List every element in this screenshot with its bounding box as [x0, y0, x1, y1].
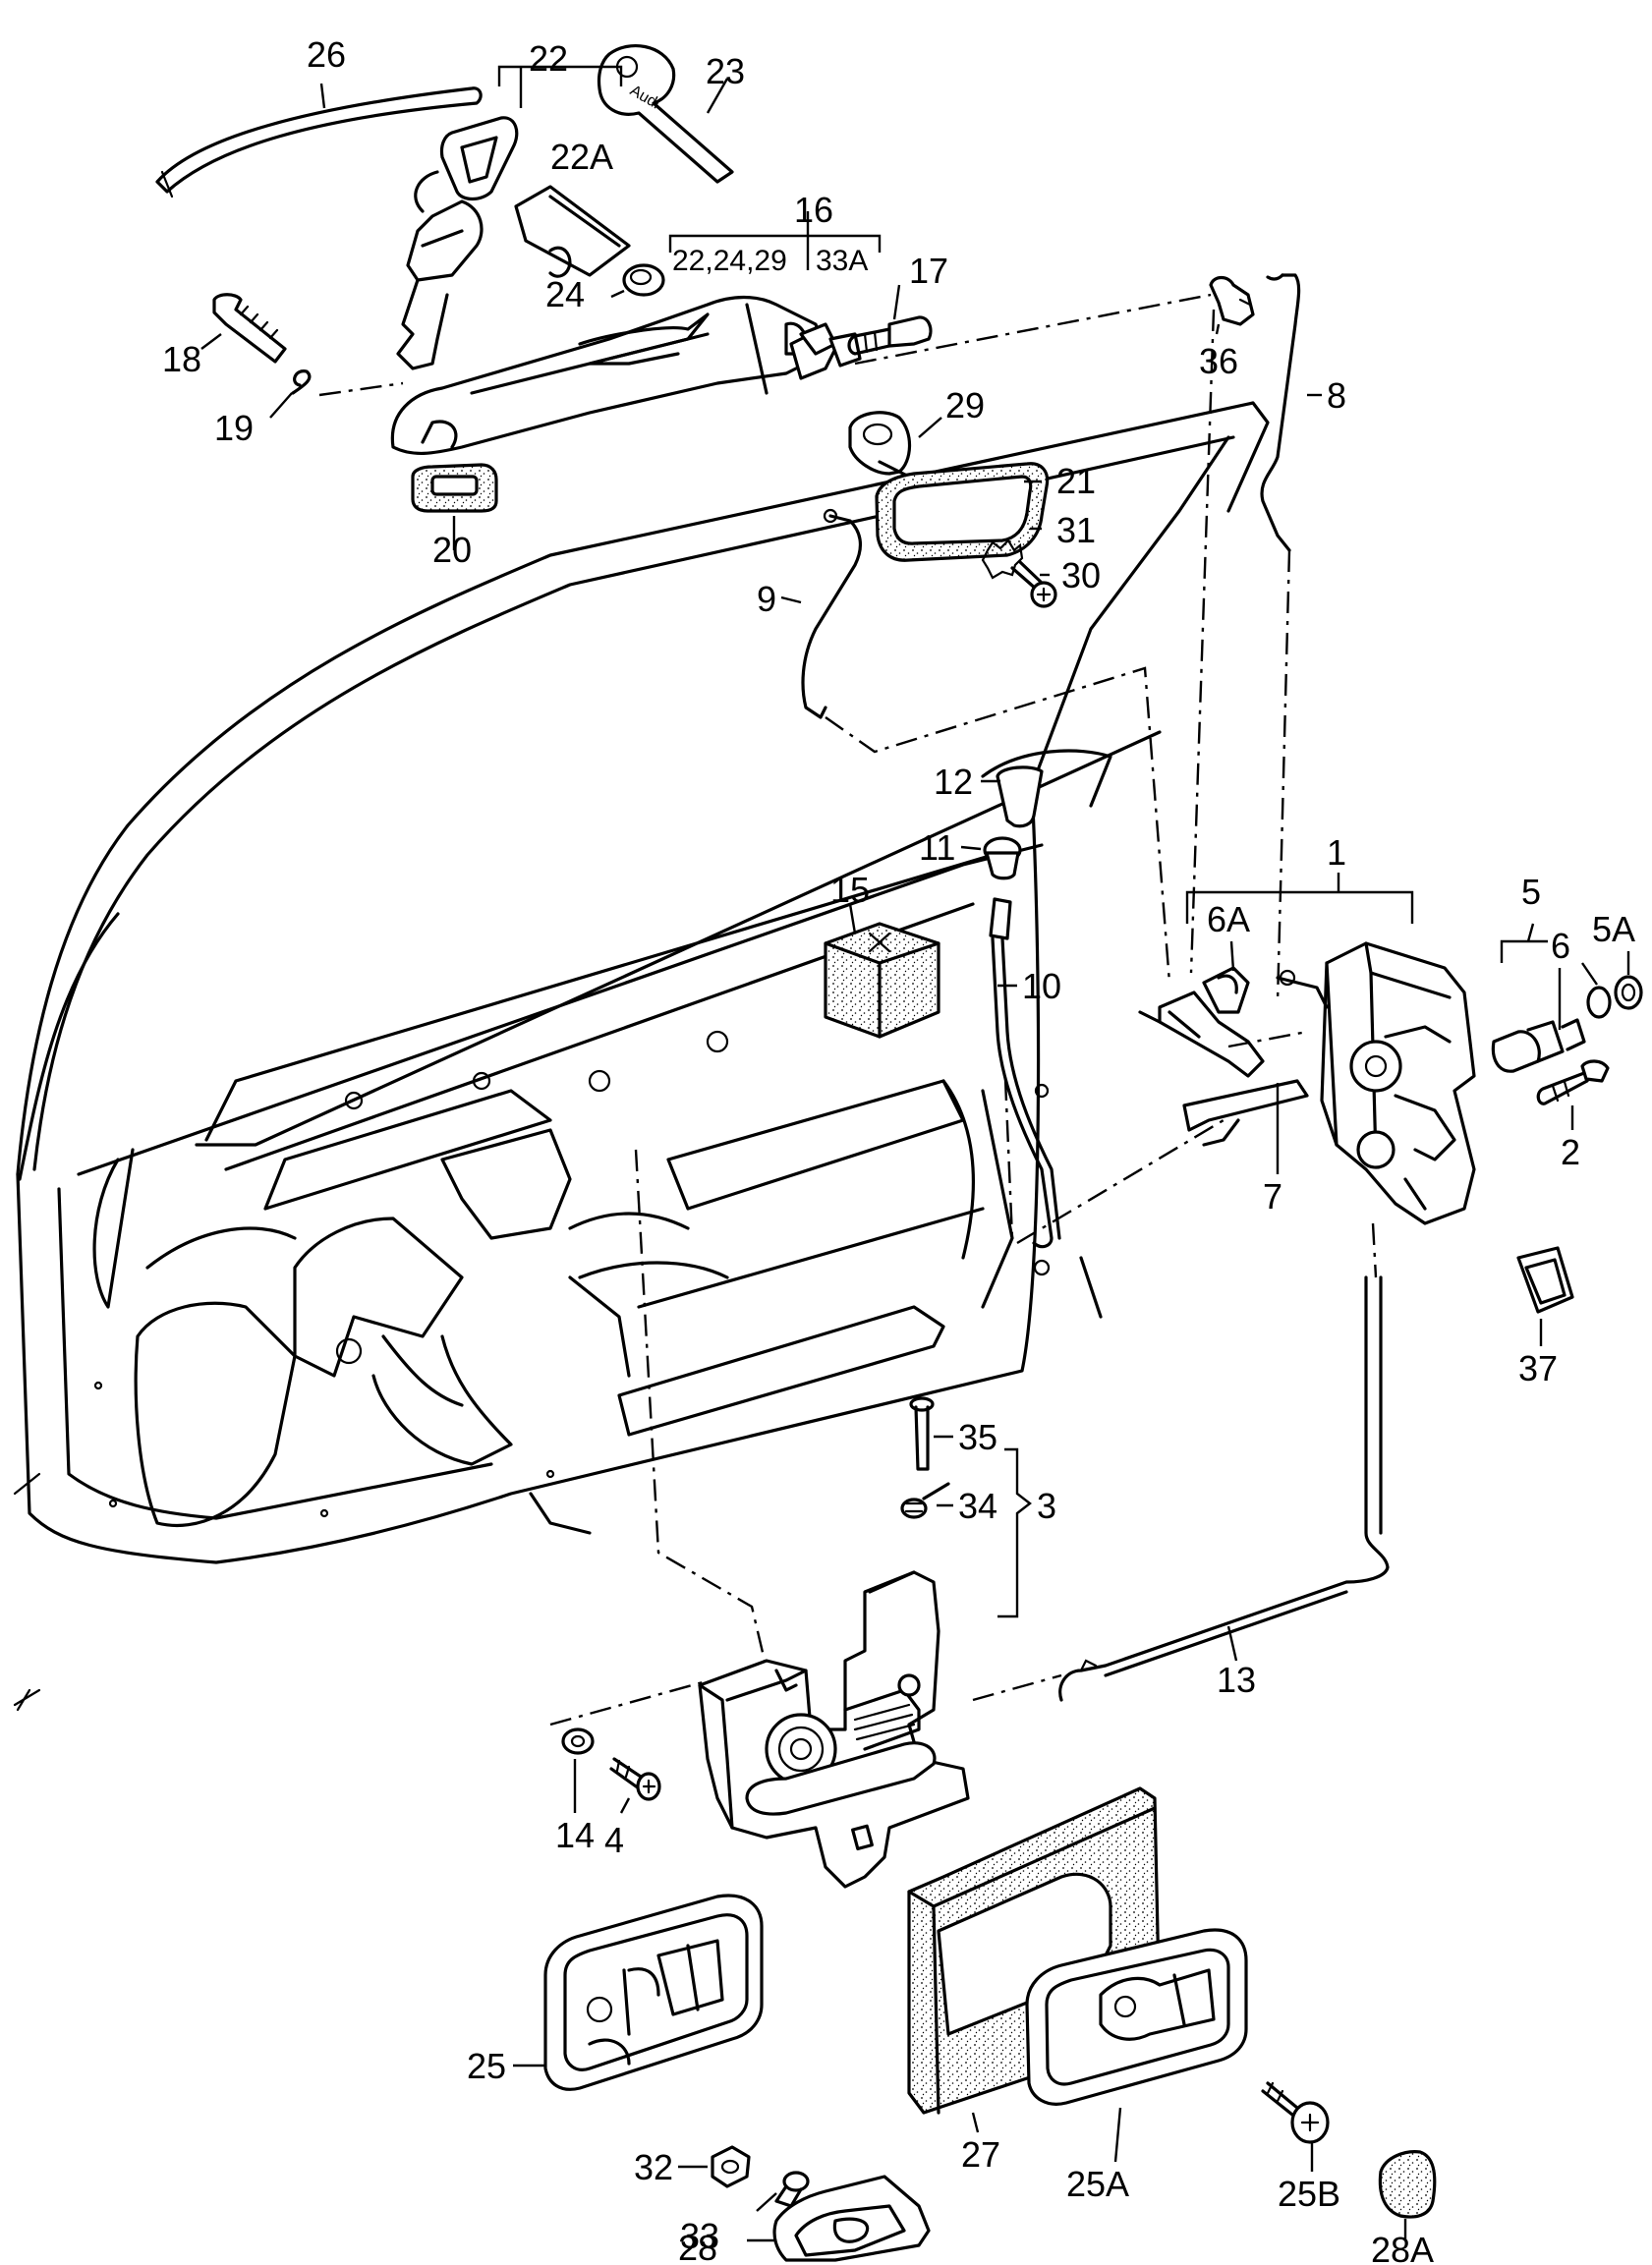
part-12-lock-knob — [996, 765, 1044, 828]
label-20: 20 — [432, 530, 472, 570]
door-shell — [13, 401, 1270, 1712]
label-22A: 22A — [550, 137, 613, 177]
part-13-rod — [1058, 1275, 1390, 1702]
part-8-rod — [1260, 273, 1301, 552]
part-37-grommet — [1516, 1246, 1574, 1314]
part-5-bolt — [1491, 1018, 1586, 1073]
leader-lines — [200, 65, 1630, 2242]
part-14-washer — [561, 1727, 595, 1755]
part-9-rod — [801, 508, 863, 719]
label-17: 17 — [909, 251, 948, 291]
label-25: 25 — [467, 2046, 506, 2086]
label-24: 24 — [545, 274, 585, 314]
label-31: 31 — [1056, 510, 1096, 550]
label-14: 14 — [555, 1815, 595, 1855]
label-26: 26 — [307, 34, 346, 75]
part-24-grommet — [622, 263, 665, 297]
part-18-screw — [212, 293, 287, 364]
part-33-screw — [774, 2171, 810, 2208]
label-2: 2 — [1561, 1132, 1580, 1172]
label-10: 10 — [1022, 966, 1061, 1006]
part-32-nut — [711, 2145, 751, 2188]
label-25A: 25A — [1066, 2164, 1129, 2204]
label-15: 15 — [830, 870, 870, 910]
label-27: 27 — [961, 2134, 1000, 2175]
part-19-clip — [291, 369, 312, 395]
label-23: 23 — [706, 51, 745, 91]
part-16-outer-handle — [390, 295, 862, 456]
label-28A: 28A — [1371, 2230, 1434, 2265]
label-16: 16 — [794, 190, 833, 230]
part-25-trim-bezel — [543, 1894, 764, 2091]
part-11-grommet — [983, 836, 1022, 880]
label-18: 18 — [162, 339, 201, 379]
label-34: 34 — [958, 1486, 997, 1526]
label-5: 5 — [1521, 872, 1541, 912]
label-6: 6 — [1551, 926, 1570, 966]
part-22-key-set — [396, 116, 631, 370]
label-32: 32 — [634, 2147, 673, 2187]
part-36-clip — [1209, 275, 1255, 326]
assembly-lines — [318, 293, 1378, 1727]
part-35-pin — [909, 1396, 935, 1471]
label-35: 35 — [958, 1417, 997, 1457]
part-34-spring — [900, 1482, 950, 1519]
part-26-seal-strip — [155, 86, 483, 198]
label-8: 8 — [1327, 375, 1346, 416]
label-19: 19 — [214, 408, 254, 448]
label-33: 33 — [680, 2216, 719, 2256]
part-3-inner-handle-unit — [698, 1570, 970, 1889]
part-20-gasket — [411, 463, 498, 513]
part-28-cover — [772, 2175, 931, 2262]
label-3: 3 — [1037, 1486, 1056, 1526]
part-25B-screw — [1261, 2081, 1330, 2144]
label-11: 11 — [919, 827, 955, 868]
label-4: 4 — [604, 1820, 624, 1860]
label-16-sub-right: 33A — [816, 245, 868, 277]
label-37: 37 — [1518, 1348, 1558, 1388]
label-5A: 5A — [1592, 909, 1635, 949]
label-28: 28 — [678, 2228, 717, 2265]
label-36: 36 — [1199, 341, 1238, 381]
part-5A-washer — [1614, 975, 1643, 1010]
part-15-foam-block — [824, 922, 940, 1039]
label-16-sub-left: 22,24,29 — [672, 245, 787, 277]
label-21: 21 — [1056, 461, 1096, 501]
label-7: 7 — [1263, 1176, 1282, 1217]
part-1-door-lock — [1138, 941, 1476, 1225]
label-29: 29 — [945, 385, 985, 425]
part-17-screw — [847, 315, 933, 356]
part-21-handle-gasket — [875, 462, 1050, 562]
label-30: 30 — [1061, 555, 1101, 595]
part-29-cylinder-gasket — [848, 411, 912, 479]
label-13: 13 — [1217, 1660, 1256, 1700]
part-28A-cap — [1378, 2150, 1437, 2219]
label-1: 1 — [1327, 832, 1346, 873]
part-30-screw — [1010, 560, 1057, 608]
callout-labels: 26 22 22A 23 16 22,24,29 33A 17 24 36 8 … — [162, 34, 1635, 2265]
label-25B: 25B — [1278, 2174, 1340, 2214]
part-10-lock-rod — [989, 897, 1061, 1249]
part-25A-trim-bezel — [1025, 1928, 1248, 2106]
part-6-washer — [1586, 986, 1612, 1019]
label-12: 12 — [934, 762, 973, 802]
label-22: 22 — [529, 38, 568, 79]
label-9: 9 — [757, 579, 776, 619]
label-6A: 6A — [1207, 899, 1250, 939]
part-2-screw — [1536, 1059, 1610, 1105]
part-4-screw — [609, 1757, 661, 1801]
